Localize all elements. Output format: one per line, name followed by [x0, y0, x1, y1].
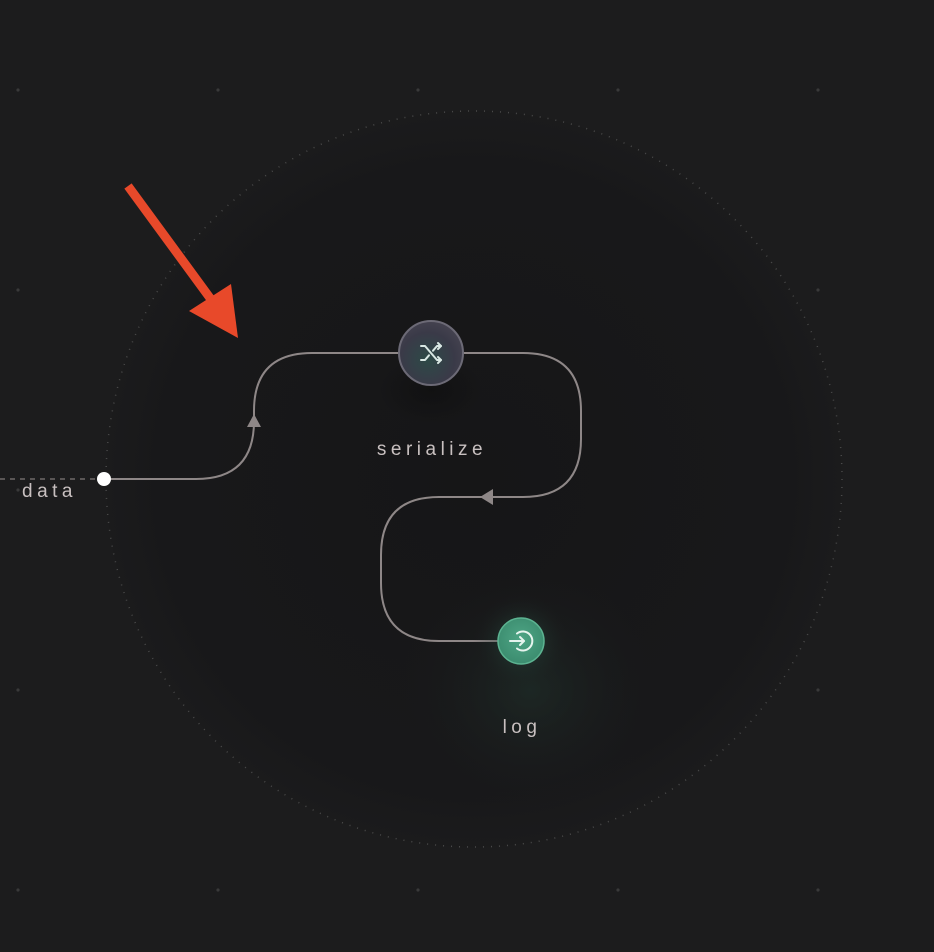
log-in-icon: [509, 630, 534, 652]
grid-dot: [16, 88, 20, 92]
boundary-circle: [105, 110, 843, 848]
grid-dot: [816, 88, 820, 92]
grid-dot: [16, 488, 20, 492]
grid-dot: [16, 288, 20, 292]
log-aura: [400, 570, 660, 810]
grid-dot: [16, 888, 20, 892]
grid-dot: [816, 888, 820, 892]
shuffle-icon: [420, 342, 442, 364]
grid-dot: [216, 888, 220, 892]
grid-dot: [616, 888, 620, 892]
grid-dot: [416, 88, 420, 92]
grid-dot: [616, 88, 620, 92]
node-serialize[interactable]: [398, 320, 464, 386]
grid-dot: [16, 688, 20, 692]
edge-direction-arrow-icon: [247, 414, 261, 427]
grid-dot: [216, 88, 220, 92]
node-log[interactable]: [497, 617, 545, 665]
grid-dot: [816, 288, 820, 292]
edge-direction-arrow-icon: [480, 489, 493, 505]
node-label-log: log: [503, 717, 542, 738]
input-label-data: data: [22, 481, 77, 502]
grid-dot: [416, 888, 420, 892]
grid-dot: [816, 688, 820, 692]
input-port-data[interactable]: [97, 472, 111, 486]
annotation-arrow-icon: [124, 183, 238, 338]
node-label-serialize: serialize: [377, 439, 487, 460]
